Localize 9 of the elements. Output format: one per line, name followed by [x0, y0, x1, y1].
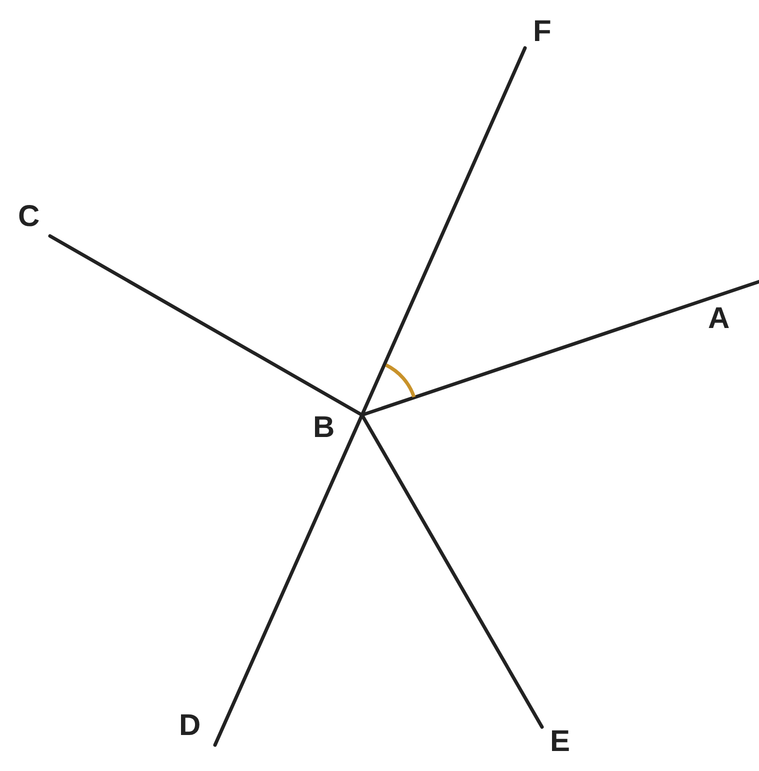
line-segment: [360, 413, 544, 729]
point-label: B: [313, 413, 335, 443]
point-label: F: [533, 17, 552, 47]
point-label: D: [179, 711, 201, 741]
line-segment: [213, 413, 364, 747]
point-label: E: [550, 727, 570, 757]
point-label: A: [708, 304, 730, 334]
point-label: C: [18, 202, 40, 232]
line-segment: [48, 234, 364, 417]
